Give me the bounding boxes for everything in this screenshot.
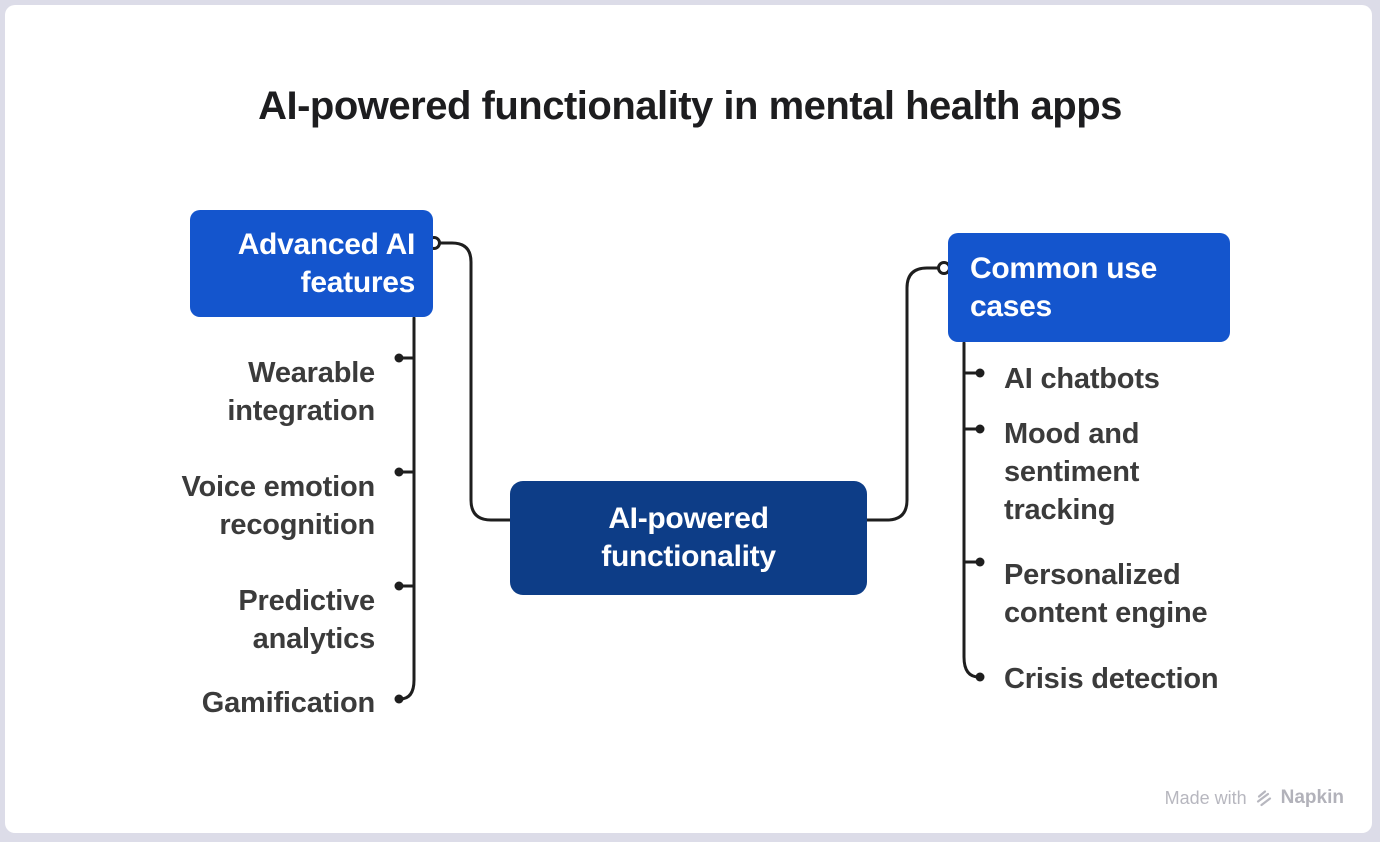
watermark-brand: Napkin — [1280, 787, 1344, 808]
branch-item-personalized-content-engine: Personalized content engine — [1004, 559, 1208, 629]
diagram-canvas — [5, 5, 1372, 833]
node-advanced-ai-features: Advanced AI features — [190, 210, 433, 317]
branch-item-ai-chatbots: AI chatbots — [1004, 363, 1160, 395]
napkin-logo-icon — [1256, 790, 1271, 807]
branch-item-crisis-detection: Crisis detection — [1004, 663, 1219, 695]
diagram-title: AI-powered functionality in mental healt… — [258, 84, 1122, 128]
node-label: Advanced AI features — [237, 227, 416, 299]
branch-item-predictive-analytics: Predictive analytics — [238, 585, 375, 655]
watermark: Made with Napkin — [1165, 787, 1344, 809]
branch-item-gamification: Gamification — [201, 687, 375, 719]
node-ai-powered-functionality: AI-powered functionality — [510, 481, 867, 595]
branch-item-mood-sentiment-tracking: Mood and sentiment tracking — [1004, 418, 1140, 526]
branch-item-voice-emotion-recognition: Voice emotion recognition — [181, 471, 376, 541]
node-common-use-cases: Common use cases — [948, 233, 1230, 342]
branch-item-wearable-integration: Wearable integration — [227, 357, 375, 427]
watermark-prefix: Made with — [1164, 787, 1247, 808]
node-label: Common use cases — [970, 251, 1158, 323]
node-label: AI-powered functionality — [601, 502, 776, 573]
